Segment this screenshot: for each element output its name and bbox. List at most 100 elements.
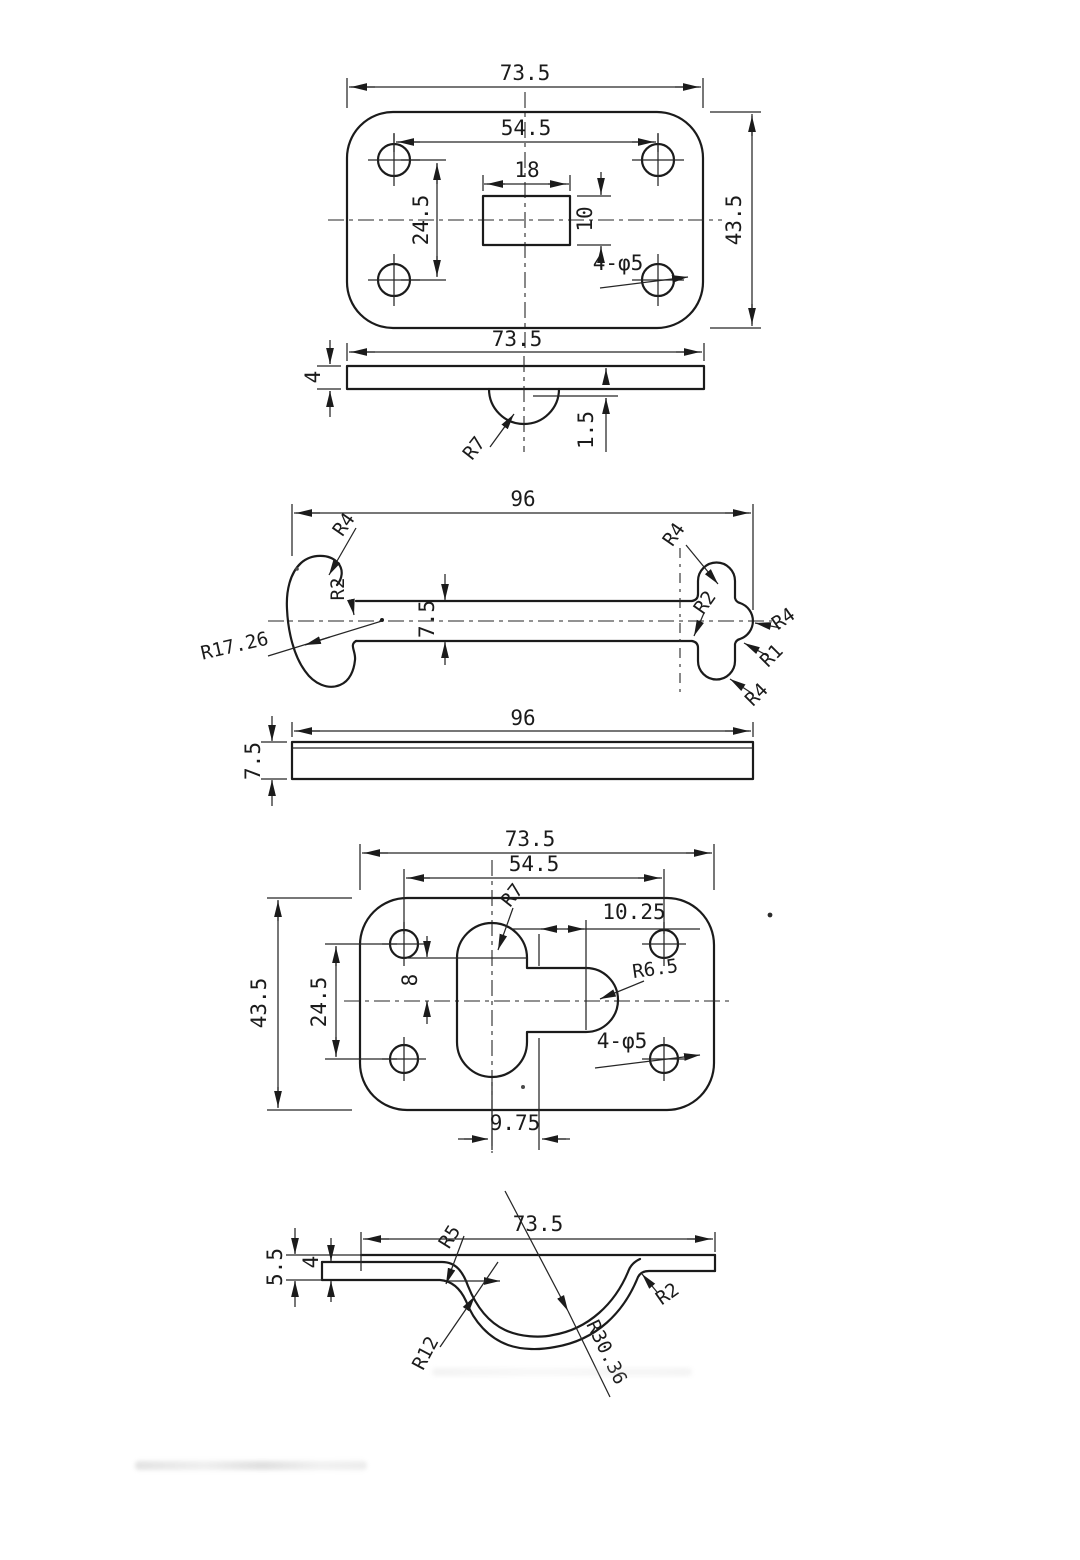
dim-hole-span-text: 54.5 [501, 116, 552, 140]
dim-notch-offset: 10.25 [513, 900, 700, 1030]
dim-lever-length: 96 [291, 706, 754, 737]
dim-lever-length: 96 [291, 487, 754, 610]
leader-line [599, 275, 689, 289]
dim-slot-center-rise: 8 [398, 936, 431, 1024]
leader-line [693, 612, 705, 637]
head-bottom-radius-text: R4 [741, 679, 773, 711]
dish-radius-text: R30.36 [581, 1317, 631, 1388]
dim-thickness: 4 [299, 1238, 335, 1302]
dim-plate-width: 73.5 [346, 327, 705, 361]
dim-bump-offset-text: 1.5 [574, 411, 598, 449]
dim-lines [346, 78, 704, 108]
dim-thickness-text: 4 [301, 371, 325, 384]
center-slot [481, 194, 572, 247]
leader-line [328, 527, 357, 576]
label-grip-fillet: R2 [327, 578, 355, 616]
leader-line [347, 598, 355, 616]
grip-fillet-text: R2 [327, 578, 349, 601]
dim-plate-height: 43.5 [710, 111, 761, 329]
leader-tail [474, 1261, 499, 1297]
leader-line [594, 1053, 701, 1069]
dim-thickness: 4 [301, 340, 341, 417]
dim-hole-span: 54.5 [403, 852, 665, 934]
leader-line [729, 678, 754, 695]
dim-slot-offset: 9.75 [458, 1038, 570, 1150]
holes-note-text: 4-φ5 [593, 251, 644, 275]
dim-slot-height: 10 [573, 172, 611, 268]
dim-plate-height: 43.5 [247, 897, 352, 1111]
leader-line [754, 622, 782, 630]
latch-plate-outline [358, 896, 716, 1112]
keyhole-slot [455, 921, 620, 1079]
dim-hole-pitch-text: 24.5 [307, 977, 331, 1028]
dish-outer-curve [320, 1269, 717, 1351]
leader-line [685, 544, 719, 585]
label-holes-note: 4-φ5 [593, 251, 689, 289]
label-step-radius: R5 [435, 1221, 466, 1285]
label-dish-side-radius: R12 [408, 1261, 499, 1374]
dim-plate-height-text: 43.5 [247, 978, 271, 1029]
dim-slot-offset-text: 9.75 [490, 1111, 541, 1135]
tip-fillet-text: R1 [756, 640, 788, 672]
label-head-top-radius: R4 [659, 519, 719, 585]
dim-step-depth-text: 5.5 [263, 1248, 287, 1286]
dim-slot-width-text: 18 [514, 158, 539, 182]
scan-speck [295, 567, 299, 571]
hole-crosshairs [368, 134, 684, 306]
dim-thickness-text: 7.5 [241, 742, 265, 780]
view-plate-side: 73.5 4 1.5 R7 [301, 327, 706, 465]
head-fillet-text: R2 [690, 587, 721, 618]
leader-line [439, 1295, 476, 1348]
dim-lever-thickness: 7.5 [241, 716, 287, 806]
scan-smudge [135, 1461, 367, 1470]
scan-speck [521, 1085, 525, 1089]
view-lever-side: 96 7.5 [241, 706, 755, 806]
dim-lines [267, 897, 352, 1111]
label-corner-radius: R2 [641, 1273, 683, 1310]
label-tip-radius: R4 [754, 604, 799, 635]
slot-radius-text: R7 [497, 880, 528, 912]
dim-thickness-text: 4 [299, 1256, 323, 1269]
scan-smudge [432, 1368, 692, 1376]
dim-slot-height-text: 10 [573, 206, 597, 231]
dim-length-text: 96 [510, 706, 535, 730]
dim-plate-width: 73.5 [346, 61, 704, 108]
leader-line [497, 907, 514, 951]
grip-radius-text: R17.26 [199, 628, 271, 665]
view-latch-plate-section: 73.5 5.5 4 R5 R12 R30.36 [263, 1190, 717, 1398]
label-bump-radius: R7 [459, 413, 515, 465]
dim-step-depth: 5.5 [263, 1228, 322, 1307]
dim-width-text: 73.5 [492, 327, 543, 351]
dim-plate-width: 73.5 [360, 1212, 716, 1271]
label-notch-radius: R6.5 [599, 955, 679, 1000]
label-head-fillet: R2 [690, 587, 721, 637]
dim-lines [291, 504, 754, 610]
dim-lines [359, 844, 715, 890]
dim-length-text: 96 [510, 487, 535, 511]
dim-bump-offset: 1.5 [574, 368, 610, 452]
dim-width-text: 73.5 [513, 1212, 564, 1236]
dim-lines [577, 172, 611, 268]
dim-shaft-width-text: 7.5 [415, 600, 439, 638]
tip-radius-text: R4 [768, 604, 799, 635]
dim-lines [346, 343, 705, 361]
bump-radius-text: R7 [459, 433, 490, 465]
dim-hole-span: 54.5 [393, 116, 659, 152]
dim-hole-span-text: 54.5 [509, 852, 560, 876]
leader-line [599, 980, 645, 1000]
step-radius-text: R5 [435, 1221, 466, 1252]
dim-shaft-width: 7.5 [415, 574, 449, 665]
leader-line [504, 1190, 569, 1312]
label-head-bottom-radius: R4 [729, 678, 773, 711]
label-slot-radius: R7 [497, 880, 528, 951]
label-grip-corner: R4 [328, 509, 360, 576]
dim-lines [393, 133, 659, 152]
dim-lines [291, 722, 754, 737]
plate-section-outline [345, 364, 706, 391]
dim-lines [261, 716, 287, 806]
arrow [304, 636, 331, 646]
notch-radius-text: R6.5 [631, 955, 679, 983]
dim-lines [403, 869, 665, 934]
view-latch-plate-top: 73.5 54.5 R7 10.25 8 24.5 [247, 827, 730, 1153]
